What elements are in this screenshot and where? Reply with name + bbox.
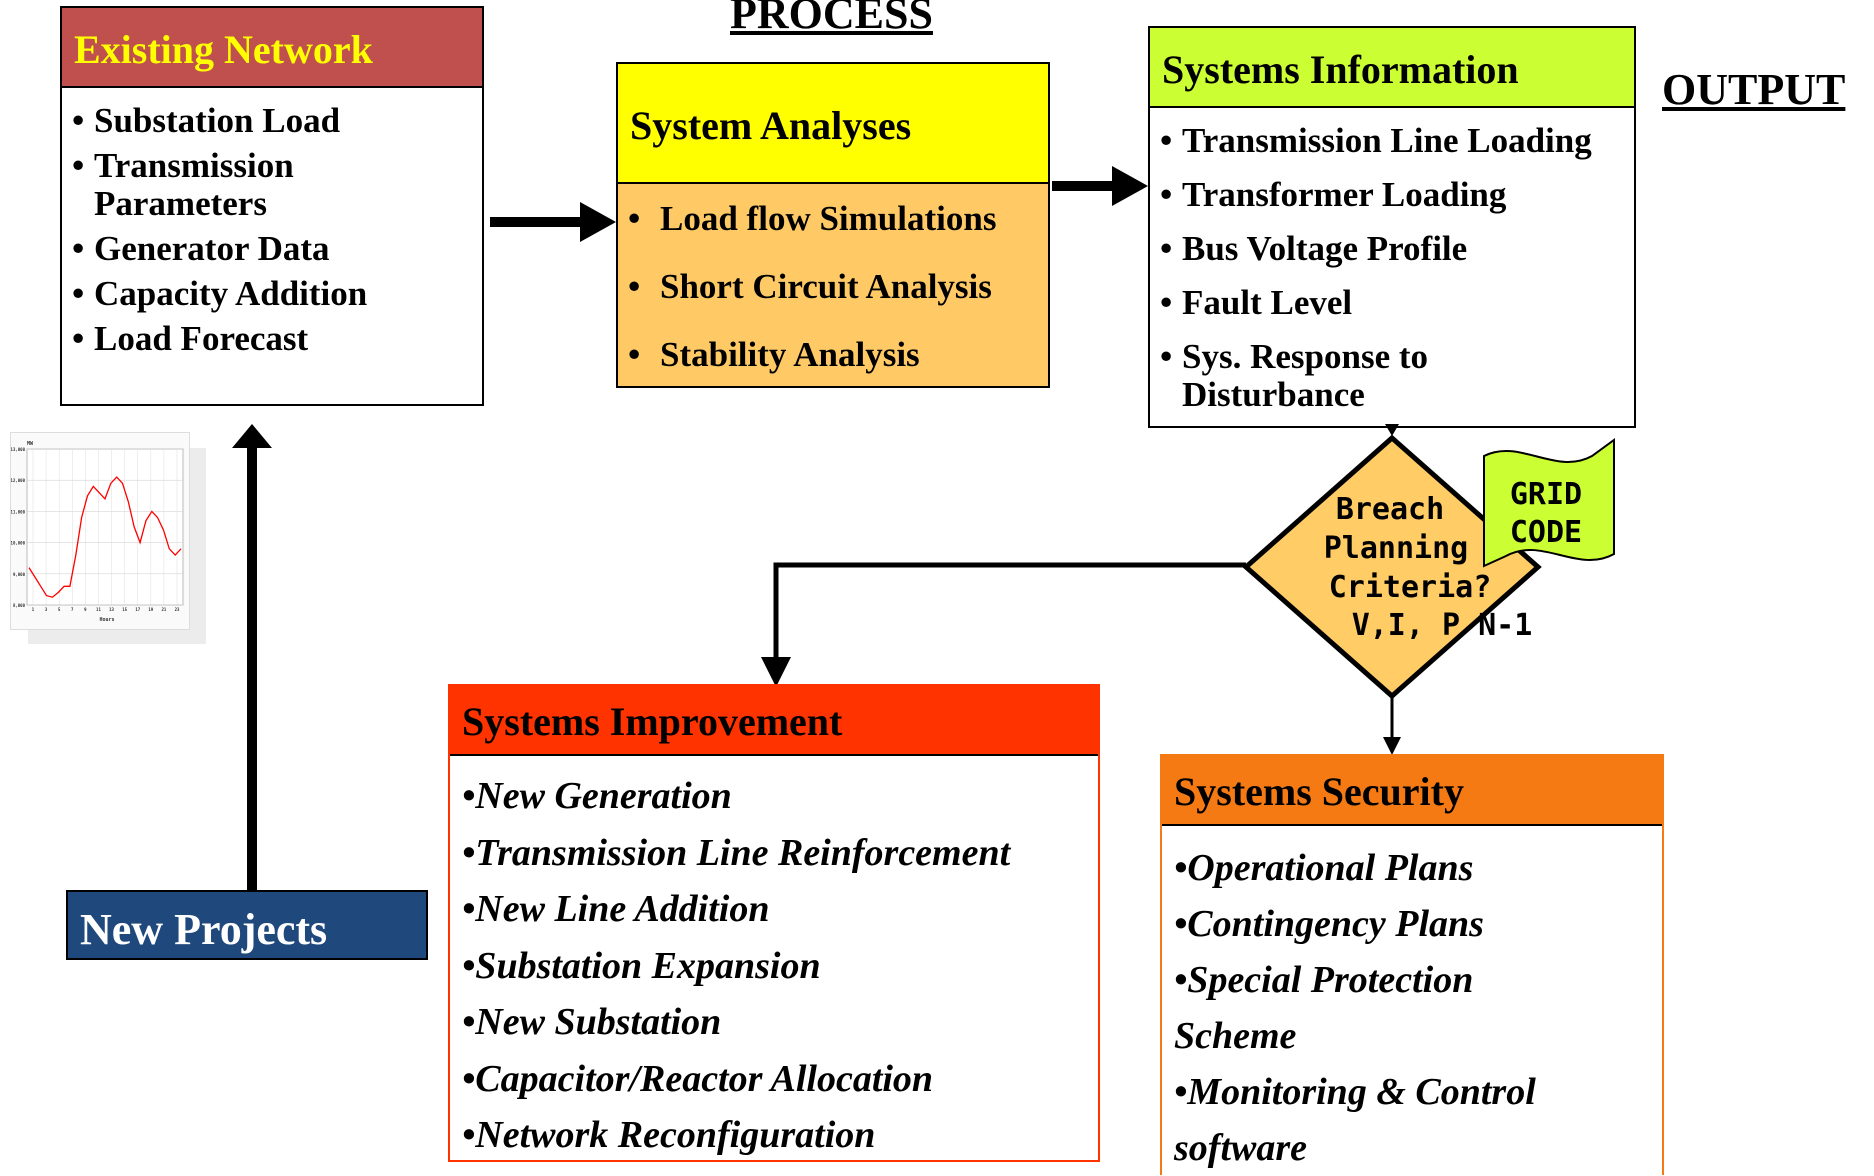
load-curve-series-line: [28, 476, 182, 598]
load-curve-y-tick: 11,000: [11, 509, 26, 514]
decision-line3: Criteria?: [1329, 570, 1492, 605]
list-item: Load flow Simulations: [618, 200, 1048, 239]
systems-security-list: •Operational Plans •Contingency Plans •S…: [1162, 826, 1614, 1176]
list-item: •Network Reconfiguration: [462, 1114, 876, 1156]
load-curve-y-tick: 13,000: [11, 447, 26, 452]
systems-improvement-title: Systems Improvement: [462, 699, 843, 744]
grid-code-line1: GRID: [1510, 477, 1582, 512]
systems-security-box: Systems Security •Operational Plans •Con…: [1160, 754, 1664, 1175]
systems-improvement-header: Systems Improvement: [450, 686, 1098, 756]
load-curve-xlabel: Hours: [99, 617, 114, 623]
list-item: •Contingency Plans: [1174, 903, 1484, 945]
list-item: •New Line Addition: [462, 888, 770, 930]
systems-improvement-box: Systems Improvement •New Generation •Tra…: [448, 684, 1100, 1162]
list-item: •New Substation: [462, 1001, 722, 1043]
systems-security-title: Systems Security: [1174, 769, 1464, 814]
systems-information-title: Systems Information: [1162, 47, 1519, 92]
load-curve-plot-area: [26, 448, 184, 606]
grid-code-line2: CODE: [1510, 515, 1582, 550]
list-item: Sys. Response to Disturbance: [1150, 338, 1482, 414]
process-heading: PROCESS: [730, 0, 933, 38]
load-curve-y-tick: 10,000: [11, 541, 26, 546]
new-projects-box: New Projects: [66, 890, 428, 960]
system-analyses-header: System Analyses: [618, 64, 1048, 184]
systems-information-header: Systems Information: [1150, 28, 1634, 108]
load-curve-x-tick: 13: [109, 607, 114, 612]
load-curve-x-tick: 1: [32, 607, 35, 612]
list-item: Generator Data: [62, 230, 482, 269]
load-curve-x-tick: 11: [96, 607, 101, 612]
arrow-information-to-decision: [1385, 424, 1399, 436]
system-analyses-list: Load flow Simulations Short Circuit Anal…: [618, 200, 1048, 375]
load-curve-x-tick: 3: [45, 607, 48, 612]
grid-code-shape: [1483, 438, 1615, 568]
load-curve-x-tick: 23: [175, 607, 180, 612]
existing-network-title: Existing Network: [74, 27, 373, 72]
output-heading: OUTPUT: [1662, 65, 1846, 114]
load-curve-x-tick: 17: [135, 607, 140, 612]
load-curve-y-tick: 8,000: [13, 603, 26, 608]
systems-information-list: Transmission Line Loading Transformer Lo…: [1150, 108, 1634, 414]
list-item: Short Circuit Analysis: [618, 268, 1048, 307]
systems-security-header: Systems Security: [1162, 756, 1662, 826]
list-item: •Substation Expansion: [462, 944, 821, 987]
list-item: Load Forecast: [62, 320, 482, 359]
arrow-existing-to-analyses: [490, 202, 616, 242]
system-analyses-title: System Analyses: [630, 103, 912, 148]
load-curve-x-tick: 7: [71, 607, 74, 612]
system-analyses-box: System Analyses Load flow Simulations Sh…: [616, 62, 1050, 388]
arrow-new-projects-to-existing: [232, 424, 272, 890]
list-item: Stability Analysis: [618, 336, 1048, 375]
list-item: •New Generation: [462, 775, 732, 817]
existing-network-box: Existing Network Substation Load Transmi…: [60, 6, 484, 406]
list-item: •Transmission Line Reinforcement: [462, 831, 1011, 874]
list-item: Substation Load: [62, 102, 482, 141]
list-item: Transformer Loading: [1150, 176, 1634, 215]
load-curve-x-tick: 5: [58, 607, 61, 612]
decision-line2: Planning: [1324, 531, 1469, 566]
arrow-decision-to-improvement: [761, 562, 1246, 687]
load-curve-unit: MW: [27, 441, 34, 447]
arrow-analyses-to-information: [1052, 166, 1148, 206]
existing-network-header: Existing Network: [62, 8, 482, 88]
decision-line4: V,I, P N-1: [1352, 608, 1533, 643]
system-analyses-body: Load flow Simulations Short Circuit Anal…: [618, 184, 1048, 386]
list-item: •Capacitor/Reactor Allocation: [462, 1057, 934, 1100]
list-item: •Operational Plans: [1174, 847, 1474, 889]
load-curve-y-tick: 9,000: [13, 572, 26, 577]
load-curve-x-tick: 15: [122, 607, 127, 612]
load-curve-y-tick: 12,000: [11, 478, 26, 483]
list-item: •Monitoring & Control software: [1174, 1071, 1536, 1169]
decision-line1: Breach: [1336, 492, 1444, 527]
list-item: Transmission Line Loading: [1150, 122, 1634, 161]
load-curve-x-tick: 9: [84, 607, 87, 612]
list-item: Transmission Parameters: [62, 147, 334, 223]
load-curve-x-tick: 19: [148, 607, 153, 612]
new-projects-label: New Projects: [80, 905, 328, 954]
list-item: Fault Level: [1150, 284, 1634, 323]
list-item: Bus Voltage Profile: [1150, 230, 1634, 269]
existing-network-list: Substation Load Transmission Parameters …: [62, 88, 482, 359]
list-item: •Special Protection Scheme: [1174, 959, 1474, 1057]
load-curve-x-tick: 21: [161, 607, 166, 612]
systems-improvement-list: •New Generation •Transmission Line Reinf…: [450, 756, 1098, 1164]
list-item: Capacity Addition: [62, 275, 482, 314]
